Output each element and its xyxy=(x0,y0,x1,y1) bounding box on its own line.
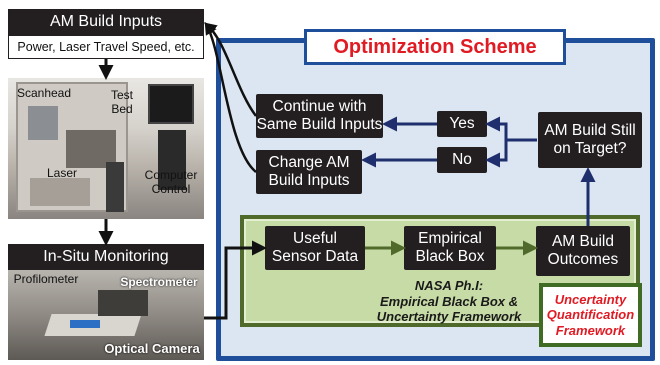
useful-sensor-data-node: Useful Sensor Data xyxy=(265,226,365,270)
spectrometer-label: Spectrometer xyxy=(120,275,198,289)
build-on-target-text: AM Build Still on Target? xyxy=(544,122,636,157)
useful-sensor-data-text: Useful Sensor Data xyxy=(271,230,359,265)
computer-control-label: Computer Control xyxy=(144,168,198,196)
build-outcomes-node: AM Build Outcomes xyxy=(536,226,630,276)
no-node: No xyxy=(437,147,487,173)
optical-camera-label: Optical Camera xyxy=(104,341,200,356)
monitor xyxy=(148,84,194,124)
scanhead-unit xyxy=(28,106,58,140)
laser-label: Laser xyxy=(46,166,78,180)
change-build-inputs-node: Change AM Build Inputs xyxy=(256,150,362,194)
build-inputs-header: AM Build Inputs xyxy=(8,9,204,35)
monitoring-title: In-Situ Monitoring xyxy=(43,248,169,265)
empirical-black-box-text: Empirical Black Box xyxy=(415,230,485,265)
uncertainty-quantification-box: Uncertainty Quantification Framework xyxy=(539,283,642,347)
change-to-inputs-arrow xyxy=(204,21,257,173)
empirical-black-box-node: Empirical Black Box xyxy=(404,226,496,270)
test-bed-label: Test Bed xyxy=(110,88,133,116)
monitoring-photo: Profilometer Spectrometer Optical Camera xyxy=(8,270,204,360)
continue-same-inputs-node: Continue with Same Build Inputs xyxy=(256,94,383,138)
yes-text: Yes xyxy=(449,115,475,133)
yes-node: Yes xyxy=(437,111,487,137)
monitoring-header: In-Situ Monitoring xyxy=(8,244,204,270)
am-machine-photo: Scanhead Test Bed Laser Computer Control xyxy=(8,78,204,219)
build-inputs-subtitle: Power, Laser Travel Speed, etc. xyxy=(17,40,195,54)
cable-stack xyxy=(106,162,124,212)
build-inputs-parameters: Power, Laser Travel Speed, etc. xyxy=(8,35,204,59)
no-text: No xyxy=(452,151,472,169)
computer-tower xyxy=(158,130,186,190)
optimization-scheme-title: Optimization Scheme xyxy=(333,35,537,58)
build-outcomes-text: AM Build Outcomes xyxy=(547,233,619,268)
optimization-scheme-title-box: Optimization Scheme xyxy=(304,29,566,65)
scanhead-label: Scanhead xyxy=(16,86,72,100)
laser-unit xyxy=(30,178,90,206)
monitoring-to-sensor-arrow xyxy=(204,240,267,320)
continue-same-inputs-text: Continue with Same Build Inputs xyxy=(256,98,383,133)
build-on-target-node: AM Build Still on Target? xyxy=(538,112,642,168)
split-to-yes-arrow xyxy=(485,116,508,140)
build-chamber xyxy=(66,130,116,168)
nasa-phase-one-label: NASA Ph.I: Empirical Black Box & Uncerta… xyxy=(376,278,522,325)
change-build-inputs-text: Change AM Build Inputs xyxy=(268,154,350,189)
blue-sample xyxy=(70,320,100,328)
split-to-no-arrow xyxy=(485,140,508,168)
uncertainty-quantification-text: Uncertainty Quantification Framework xyxy=(546,291,635,338)
continue-to-inputs-arrow xyxy=(204,22,257,117)
profilometer-label: Profilometer xyxy=(13,272,79,286)
sensor-head xyxy=(98,290,148,316)
build-inputs-title: AM Build Inputs xyxy=(49,13,163,30)
